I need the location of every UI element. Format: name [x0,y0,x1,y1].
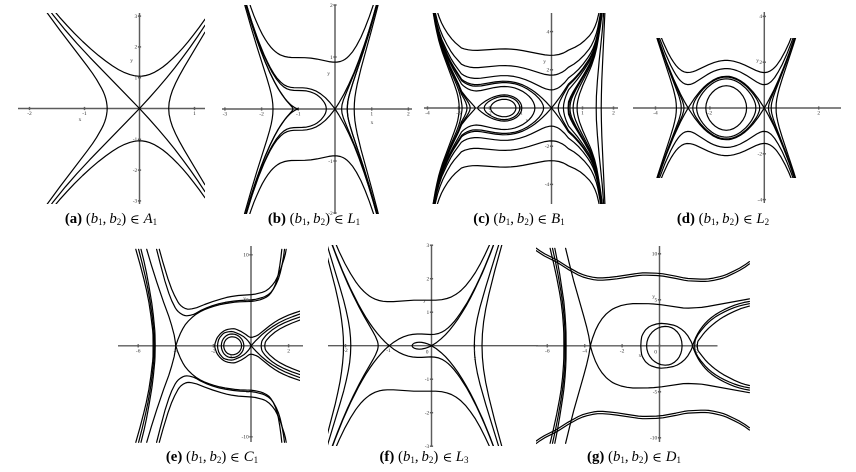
svg-text:2: 2 [407,112,410,118]
svg-text:-2: -2 [211,348,216,354]
svg-text:-2: -2 [708,111,713,117]
svg-text:-2: -2 [259,112,264,118]
svg-text:-1: -1 [425,377,430,383]
svg-text:x: x [474,356,477,362]
svg-text:-3: -3 [133,199,138,205]
svg-text:2: 2 [696,348,699,354]
svg-text:-4: -4 [582,348,587,354]
svg-text:-2: -2 [343,348,348,354]
svg-text:-2: -2 [545,144,550,150]
svg-text:x: x [371,120,374,126]
svg-text:-4: -4 [653,111,658,117]
svg-text:-3: -3 [425,444,430,450]
svg-text:-10: -10 [241,435,249,441]
svg-text:1: 1 [330,55,333,61]
svg-text:-2: -2 [487,111,492,117]
svg-text:-4: -4 [545,182,550,188]
svg-text:-6: -6 [545,348,550,354]
svg-text:x: x [230,353,233,359]
svg-text:-1: -1 [133,137,138,143]
svg-text:10: 10 [652,252,658,258]
svg-text:y: y [130,58,133,64]
svg-text:-2: -2 [27,111,32,117]
svg-text:-4: -4 [425,111,430,117]
svg-text:1: 1 [193,111,196,117]
svg-text:x: x [79,117,82,123]
svg-text:-1: -1 [518,111,523,117]
svg-text:y: y [327,71,330,77]
svg-text:-2: -2 [620,348,625,354]
svg-text:-1: -1 [296,112,301,118]
svg-text:2: 2 [427,277,430,283]
svg-text:-4: -4 [758,197,763,203]
svg-text:-2: -2 [133,168,138,174]
svg-text:2: 2 [547,68,550,74]
svg-text:1: 1 [370,112,373,118]
svg-text:2: 2 [759,60,762,66]
svg-text:-2: -2 [328,211,333,217]
svg-text:0: 0 [426,350,429,356]
svg-text:2: 2 [817,111,820,117]
svg-text:-3: -3 [456,111,461,117]
svg-text:y: y [243,296,246,302]
svg-text:-2: -2 [758,152,763,158]
svg-text:1: 1 [427,310,430,316]
svg-text:x: x [639,353,642,359]
svg-text:2: 2 [287,348,290,354]
svg-text:10: 10 [243,253,249,259]
svg-text:y: y [756,58,759,64]
svg-text:-10: -10 [650,436,658,442]
svg-text:-2: -2 [425,411,430,417]
svg-text:1: 1 [135,76,138,82]
svg-text:1: 1 [581,111,584,117]
svg-text:2: 2 [135,45,138,51]
svg-text:0: 0 [654,350,657,356]
svg-text:5: 5 [655,298,658,304]
svg-text:3: 3 [427,243,430,249]
svg-text:-4: -4 [174,348,179,354]
svg-text:y: y [423,298,426,304]
svg-text:4: 4 [759,14,762,20]
svg-text:y: y [652,294,655,300]
svg-text:2: 2 [612,111,615,117]
svg-text:2: 2 [330,3,333,9]
svg-text:-1: -1 [328,159,333,165]
svg-text:1: 1 [473,348,476,354]
svg-text:-1: -1 [386,348,391,354]
svg-text:-1: -1 [82,111,87,117]
svg-text:-3: -3 [223,112,228,118]
svg-text:4: 4 [547,29,550,35]
svg-text:x: x [526,118,529,124]
svg-text:3: 3 [135,14,138,20]
svg-text:-5: -5 [653,390,658,396]
svg-text:-5: -5 [244,389,249,395]
svg-text:5: 5 [246,298,249,304]
svg-text:-6: -6 [136,348,141,354]
svg-text:y: y [543,59,546,65]
